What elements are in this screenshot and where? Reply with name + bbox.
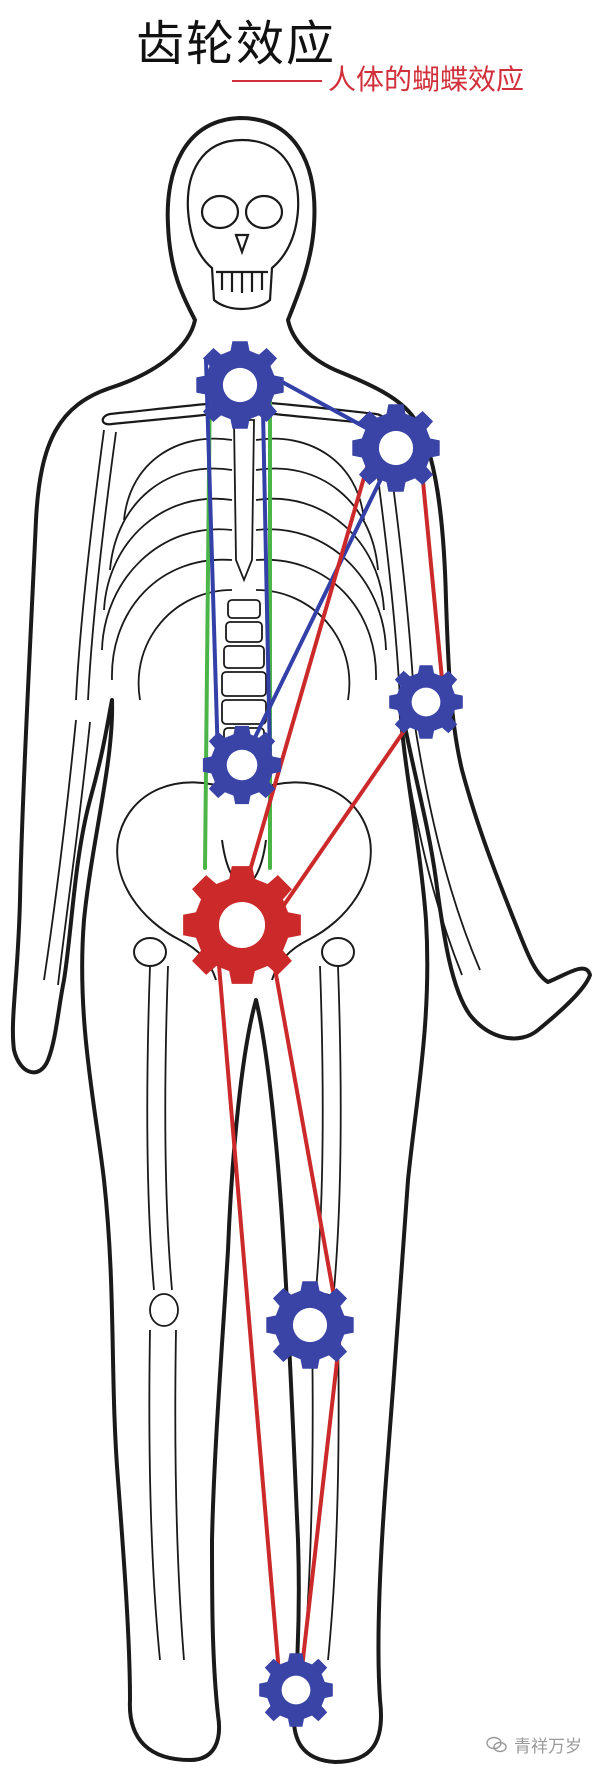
skull [188,140,298,309]
eye-socket-left [202,196,238,228]
cervical-gear [196,341,283,428]
vertebra-3 [224,646,264,668]
body-silhouette [13,118,590,1762]
vertebra-2 [226,622,262,642]
cervical-gear-hole [223,368,257,402]
hip-joint-right [322,938,354,966]
forearm-left [44,720,76,980]
rib-left-1 [124,439,232,520]
line-red-1 [240,450,372,905]
elbow-gear-hole [412,688,441,717]
ankle-gear [259,1653,333,1727]
lumbar-gear-hole [227,750,258,781]
rib-right-5 [256,560,376,680]
pelvis-gear [183,866,301,984]
body-outline [13,118,590,1762]
watermark-text: 青祥万岁 [514,1732,582,1757]
shoulder-gear [352,404,439,491]
watermark: 青祥万岁 [486,1732,582,1757]
line-red-2 [420,450,444,700]
teeth [216,272,268,293]
vertebra-1 [228,600,260,618]
lumbar-gear [203,726,281,804]
knee-gear-hole [293,1308,327,1342]
pelvis-gear-hole [219,902,265,948]
elbow-gear [389,665,463,739]
ankle-gear-hole [282,1676,311,1705]
nasal-cavity [236,235,248,252]
line-red-5 [268,930,340,1330]
femur-right-b [316,966,323,1290]
line-red-6 [300,1335,340,1685]
connection-lines [205,360,444,1685]
patella-left [150,1294,178,1326]
knee-gear [266,1281,353,1368]
rib-left-6 [139,590,232,700]
rib-right-1 [256,439,364,520]
femur-left-b [165,966,172,1290]
forearm-left-b [58,722,90,985]
shoulder-gear-hole [379,431,413,465]
tibia-left [149,1330,160,1660]
femur-left [147,966,154,1290]
eye-socket-right [246,196,282,228]
tibia-left-b [175,1330,184,1660]
hip-joint-left [134,938,166,966]
femur-right [334,966,341,1290]
vertebra-5 [222,700,266,724]
sternum [234,420,254,580]
humerus-left-b [88,432,116,700]
vertebra-4 [222,672,266,696]
wechat-icon [486,1736,508,1754]
